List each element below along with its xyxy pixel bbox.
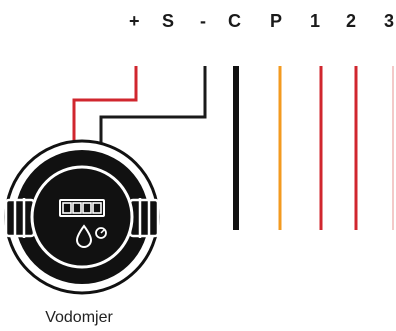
- wire-minus-to-meter: [99, 66, 207, 162]
- gauge-icon: [95, 227, 107, 239]
- terminal-label-1: 1: [310, 11, 320, 31]
- water-drop-icon: [75, 224, 93, 248]
- terminal-label-3: 3: [384, 11, 394, 31]
- terminal-label-minus: -: [200, 11, 206, 31]
- water-meter: [4, 139, 160, 295]
- wire-plus-to-meter: [72, 66, 138, 162]
- terminal-label-plus: +: [129, 11, 140, 31]
- terminal-label-c: C: [228, 11, 241, 31]
- left-pipe-connector: [4, 198, 36, 238]
- digit-counter: [59, 199, 105, 217]
- terminal-label-2: 2: [346, 11, 356, 31]
- terminal-label-p: P: [270, 11, 282, 31]
- meter-caption: Vodomjer: [45, 309, 113, 326]
- terminal-label-s: S: [162, 11, 174, 31]
- right-pipe-connector: [128, 198, 160, 238]
